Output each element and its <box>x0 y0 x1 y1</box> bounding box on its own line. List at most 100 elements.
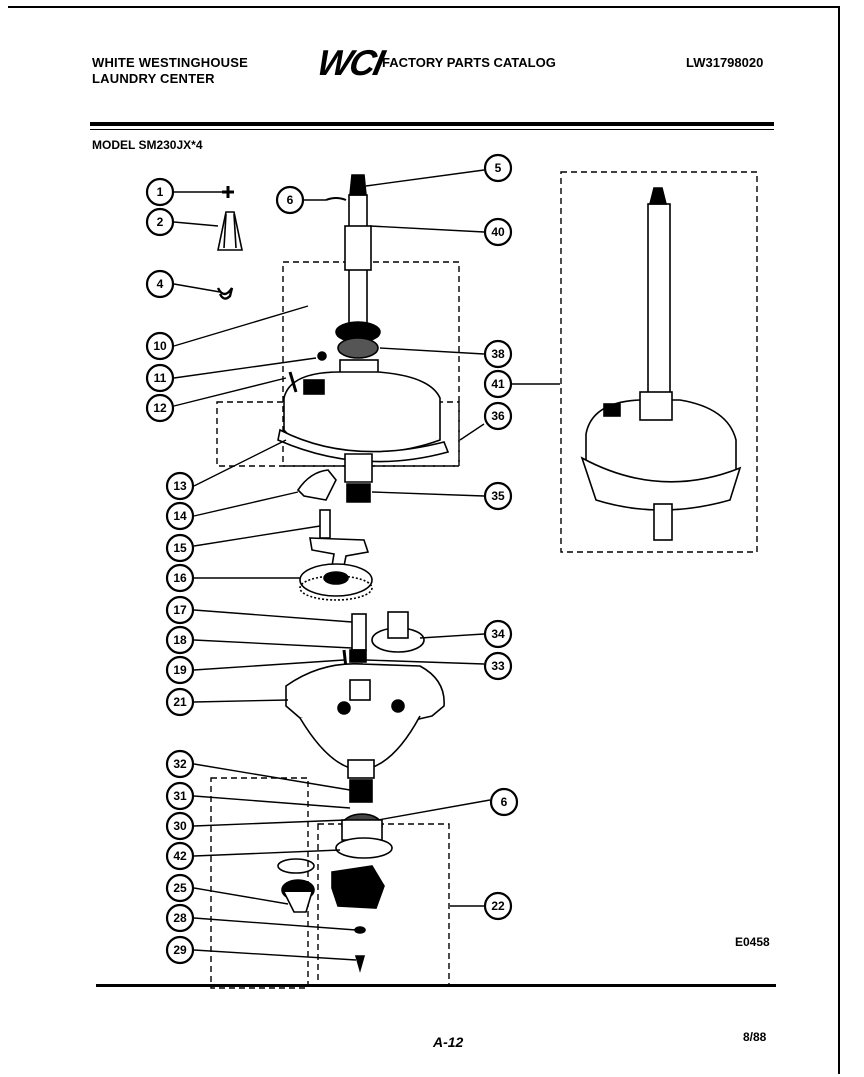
callout-label: 6 <box>287 193 294 207</box>
callout-c18: 18 <box>165 625 195 655</box>
callout-circle <box>165 501 195 531</box>
callout-c38: 38 <box>483 339 513 369</box>
part-14 <box>296 469 337 501</box>
callout-circle <box>483 153 513 183</box>
leader-lines <box>173 169 560 961</box>
callout-circle <box>483 339 513 369</box>
callout-circle <box>165 781 195 811</box>
callout-c13: 13 <box>165 471 195 501</box>
callout-c42: 42 <box>165 841 195 871</box>
assembly-41-illustration <box>580 187 742 541</box>
callout-c31: 31 <box>165 781 195 811</box>
callout-label: 16 <box>173 571 187 585</box>
group-boxes <box>210 171 758 989</box>
callout-circle <box>165 687 195 717</box>
callout-circle <box>483 369 513 399</box>
callout-c32: 32 <box>165 749 195 779</box>
callout-c2: 2 <box>145 207 175 237</box>
callout-c11: 11 <box>145 363 175 393</box>
callout-circle <box>489 787 519 817</box>
callout-c10: 10 <box>145 331 175 361</box>
callout-c17: 17 <box>165 595 195 625</box>
callout-circle <box>165 749 195 779</box>
callout-circle <box>165 873 195 903</box>
callout-c21: 21 <box>165 687 195 717</box>
callout-circle <box>165 595 195 625</box>
callout-c5: 5 <box>483 153 513 183</box>
page-number: A-12 <box>433 1034 464 1050</box>
clip-6 <box>325 197 347 201</box>
callout-c41: 41 <box>483 369 513 399</box>
callout-label: 28 <box>173 911 187 925</box>
catalog-number: LW31798020 <box>686 55 764 70</box>
callout-c19: 19 <box>165 655 195 685</box>
callout-c15: 15 <box>165 533 195 563</box>
callout-c29: 29 <box>165 935 195 965</box>
callout-label: 41 <box>491 377 505 391</box>
callout-label: 36 <box>491 409 505 423</box>
callout-label: 32 <box>173 757 187 771</box>
callout-label: 18 <box>173 633 187 647</box>
callout-label: 6 <box>501 795 508 809</box>
callout-label: 22 <box>491 899 505 913</box>
callout-label: 14 <box>173 509 187 523</box>
callout-circle <box>165 563 195 593</box>
callout-circle <box>483 481 513 511</box>
callout-label: 2 <box>157 215 164 229</box>
callout-c6a: 6 <box>275 185 305 215</box>
header-rule-thin <box>90 129 774 130</box>
callout-label: 42 <box>173 849 187 863</box>
callout-circle <box>165 655 195 685</box>
callout-c36: 36 <box>483 401 513 431</box>
brand-block: WHITE WESTINGHOUSE LAUNDRY CENTER <box>92 55 248 87</box>
part-15 <box>309 509 370 567</box>
callout-circle <box>145 177 175 207</box>
callout-circle <box>165 811 195 841</box>
callout-c30: 30 <box>165 811 195 841</box>
catalog-title: FACTORY PARTS CATALOG <box>382 55 556 70</box>
callout-circle <box>145 269 175 299</box>
callout-label: 10 <box>153 339 167 353</box>
callout-c33: 33 <box>483 651 513 681</box>
callout-circle <box>483 891 513 921</box>
callout-group: 1246540101112384136131435151617181934332… <box>145 153 519 965</box>
callout-label: 5 <box>495 161 502 175</box>
callout-label: 29 <box>173 943 187 957</box>
callout-c6b: 6 <box>489 787 519 817</box>
callout-circle <box>165 935 195 965</box>
callout-c28: 28 <box>165 903 195 933</box>
callout-circle <box>483 619 513 649</box>
callout-label: 38 <box>491 347 505 361</box>
brand-line-1: WHITE WESTINGHOUSE <box>92 55 248 70</box>
callout-circle <box>165 841 195 871</box>
callout-label: 15 <box>173 541 187 555</box>
callout-c16: 16 <box>165 563 195 593</box>
header-rule <box>90 122 774 126</box>
agitator-cap-parts <box>216 186 243 300</box>
callout-c34: 34 <box>483 619 513 649</box>
footer-rule <box>96 984 776 987</box>
brand-line-2: LAUNDRY CENTER <box>92 71 215 86</box>
callout-label: 12 <box>153 401 167 415</box>
callout-c22: 22 <box>483 891 513 921</box>
callout-circle <box>165 903 195 933</box>
callout-label: 33 <box>491 659 505 673</box>
part-16-gear <box>299 563 373 601</box>
callout-label: 34 <box>491 627 505 641</box>
callout-label: 13 <box>173 479 187 493</box>
callout-c35: 35 <box>483 481 513 511</box>
upper-shaft-assembly <box>277 174 450 503</box>
diagram-code: E0458 <box>735 935 770 949</box>
callout-circle <box>483 651 513 681</box>
callout-circle <box>145 331 175 361</box>
callout-label: 31 <box>173 789 187 803</box>
revision-date: 8/88 <box>743 1030 767 1044</box>
callout-label: 21 <box>173 695 187 709</box>
callout-circle <box>145 363 175 393</box>
callout-circle <box>165 533 195 563</box>
callout-label: 35 <box>491 489 505 503</box>
callout-circle <box>145 393 175 423</box>
callout-label: 11 <box>154 371 167 385</box>
callout-circle <box>165 625 195 655</box>
